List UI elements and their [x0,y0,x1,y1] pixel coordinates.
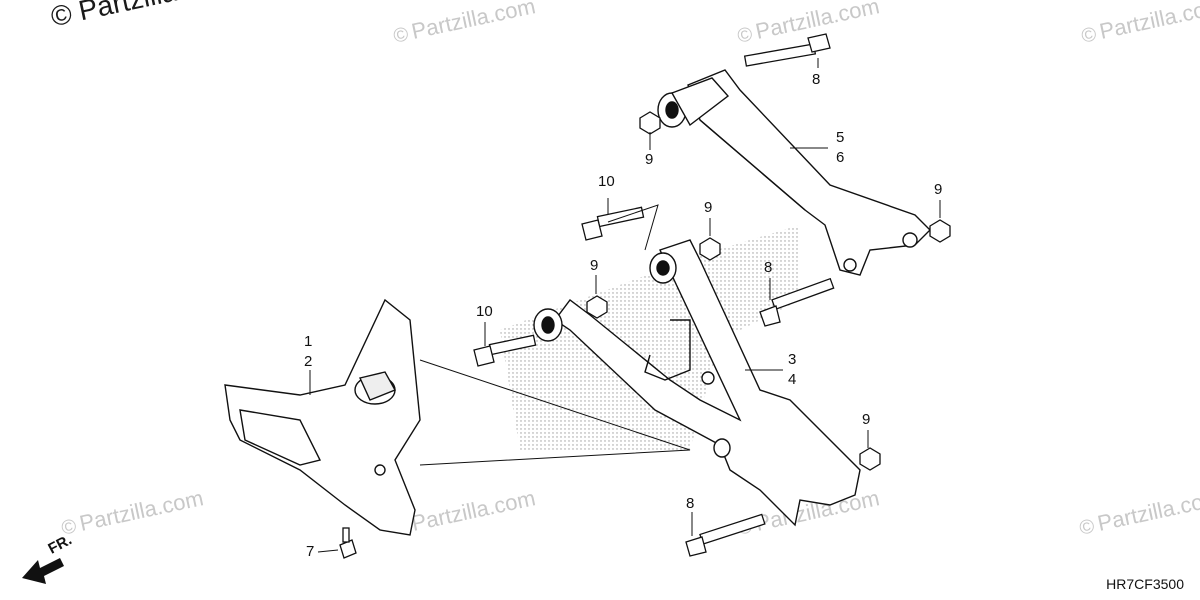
callout-10: 10 [598,173,615,190]
callout-9: 9 [862,411,871,428]
callout-9: 9 [590,257,599,274]
guard [224,298,421,536]
callout-4: 4 [788,371,797,388]
bolt-8-bottom [685,513,766,557]
callout-6: 6 [836,149,845,166]
callout-8: 8 [812,71,821,88]
nut-9 [586,111,951,471]
leader-lines [309,58,941,553]
callout-9: 9 [645,151,654,168]
bolt-8-mid [759,277,835,327]
callout-8: 8 [686,495,695,512]
lower-arm [533,239,861,527]
callout-9: 9 [704,199,713,216]
callout-1: 1 [304,333,313,350]
callout-8: 8 [764,259,773,276]
diagram-code: HR7CF3500 [1106,576,1184,592]
bolt-10-lower [473,334,537,367]
callout-5: 5 [836,129,845,146]
callout-2: 2 [304,353,313,370]
callout-3: 3 [788,351,797,368]
callout-9: 9 [934,181,943,198]
bolt-10-upper [581,206,645,241]
screw-7 [339,527,357,559]
shadow-area [500,225,800,450]
bolt-8-top [743,33,831,67]
front-arrow-icon [22,558,64,584]
upper-arm [657,69,931,276]
callout-10: 10 [476,303,493,320]
callout-7: 7 [306,543,315,560]
